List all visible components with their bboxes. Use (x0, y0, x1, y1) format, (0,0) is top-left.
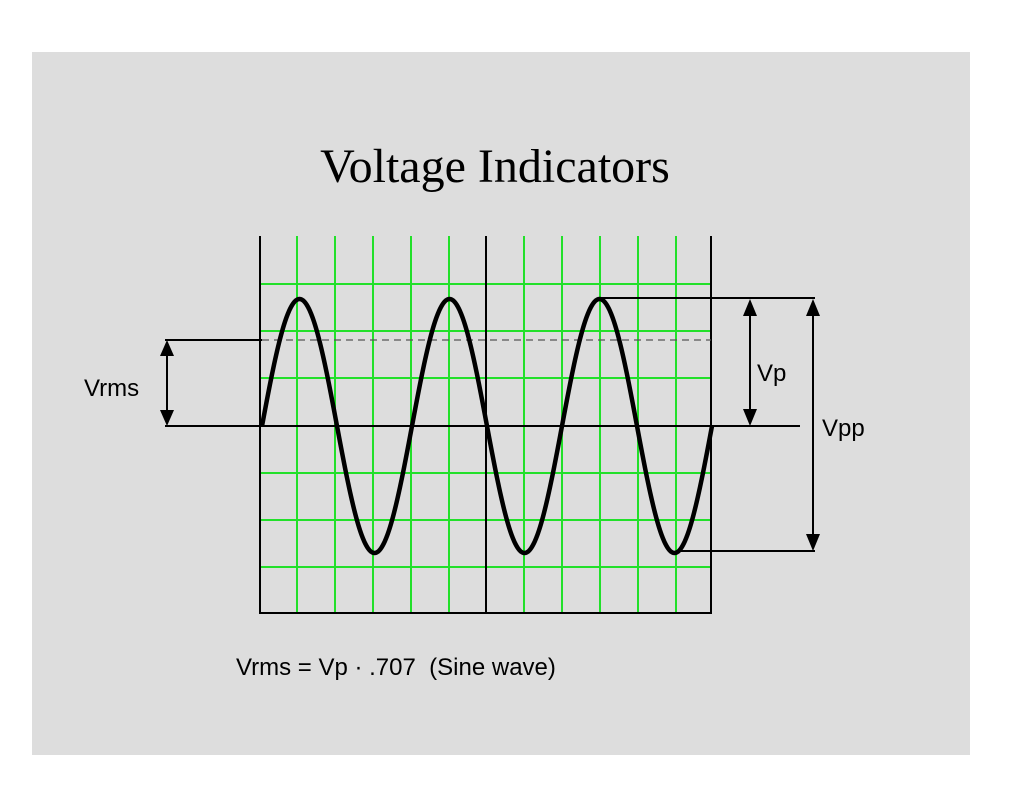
vrms-label: Vrms (84, 375, 139, 402)
vpp-label: Vpp (822, 415, 865, 442)
vp-arrow (743, 299, 757, 426)
vrms-arrow (160, 340, 174, 426)
page-title: Voltage Indicators (320, 140, 670, 193)
rms-formula: Vrms = Vp · .707 (Sine wave) (236, 654, 556, 681)
vpp-arrow (806, 299, 820, 551)
vp-label: Vp (757, 360, 786, 387)
sine-wave-trace (259, 296, 715, 556)
